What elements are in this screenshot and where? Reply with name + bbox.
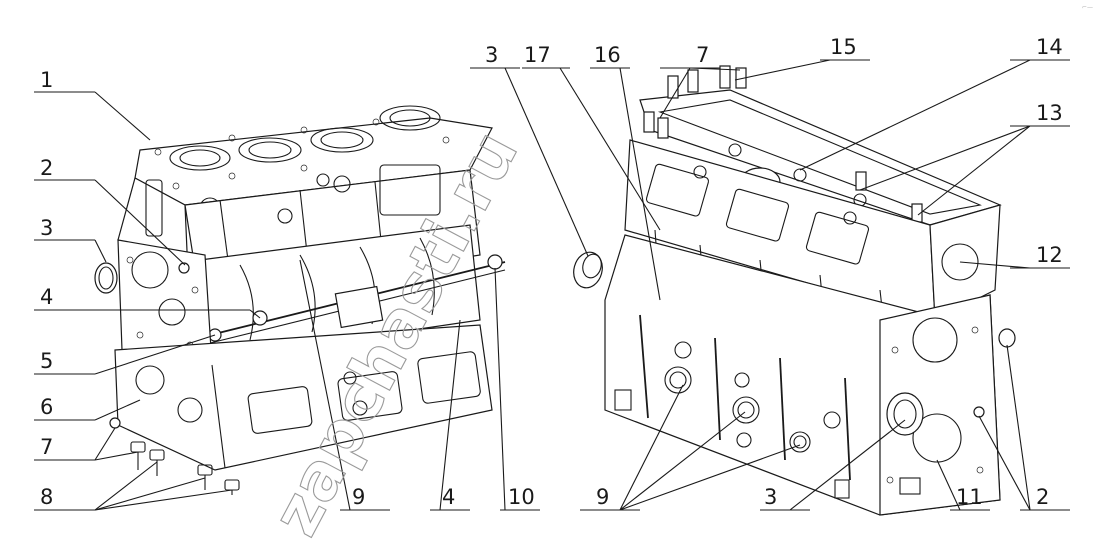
corner-mark: ⌐— [1082,4,1093,11]
callout-label-7: 7 [40,435,53,459]
callout-label-2: 2 [40,156,53,180]
callouts-left: 1 2 3 4 5 6 7 8 9 4 10 [40,68,535,509]
callout-label-r16: 16 [594,43,621,67]
callout-label-3: 3 [40,216,53,240]
callout-label-r2: 2 [1036,485,1049,509]
callout-label-r17: 17 [524,43,551,67]
callout-label-4b: 4 [442,485,455,509]
callouts-right: 3 17 16 7 15 14 13 12 9 3 11 2 [485,35,1063,509]
callout-label-r12: 12 [1036,243,1063,267]
leader-lines [34,59,1070,511]
callout-label-8: 8 [40,485,53,509]
callout-label-r13: 13 [1036,101,1063,125]
callout-label-1: 1 [40,68,53,92]
callout-label-4: 4 [40,285,53,309]
callout-label-5: 5 [40,349,53,373]
callout-label-r14: 14 [1036,35,1063,59]
callout-label-r11: 11 [956,485,983,509]
callout-label-r3b: 3 [764,485,777,509]
callout-label-r15: 15 [830,35,857,59]
callout-label-r3: 3 [485,43,498,67]
callout-label-6: 6 [40,395,53,419]
callout-label-r9: 9 [596,485,609,509]
callout-label-10: 10 [508,485,535,509]
callout-label-r7: 7 [696,43,709,67]
callout-label-9: 9 [352,485,365,509]
left-engine-block-drawing [94,105,506,495]
